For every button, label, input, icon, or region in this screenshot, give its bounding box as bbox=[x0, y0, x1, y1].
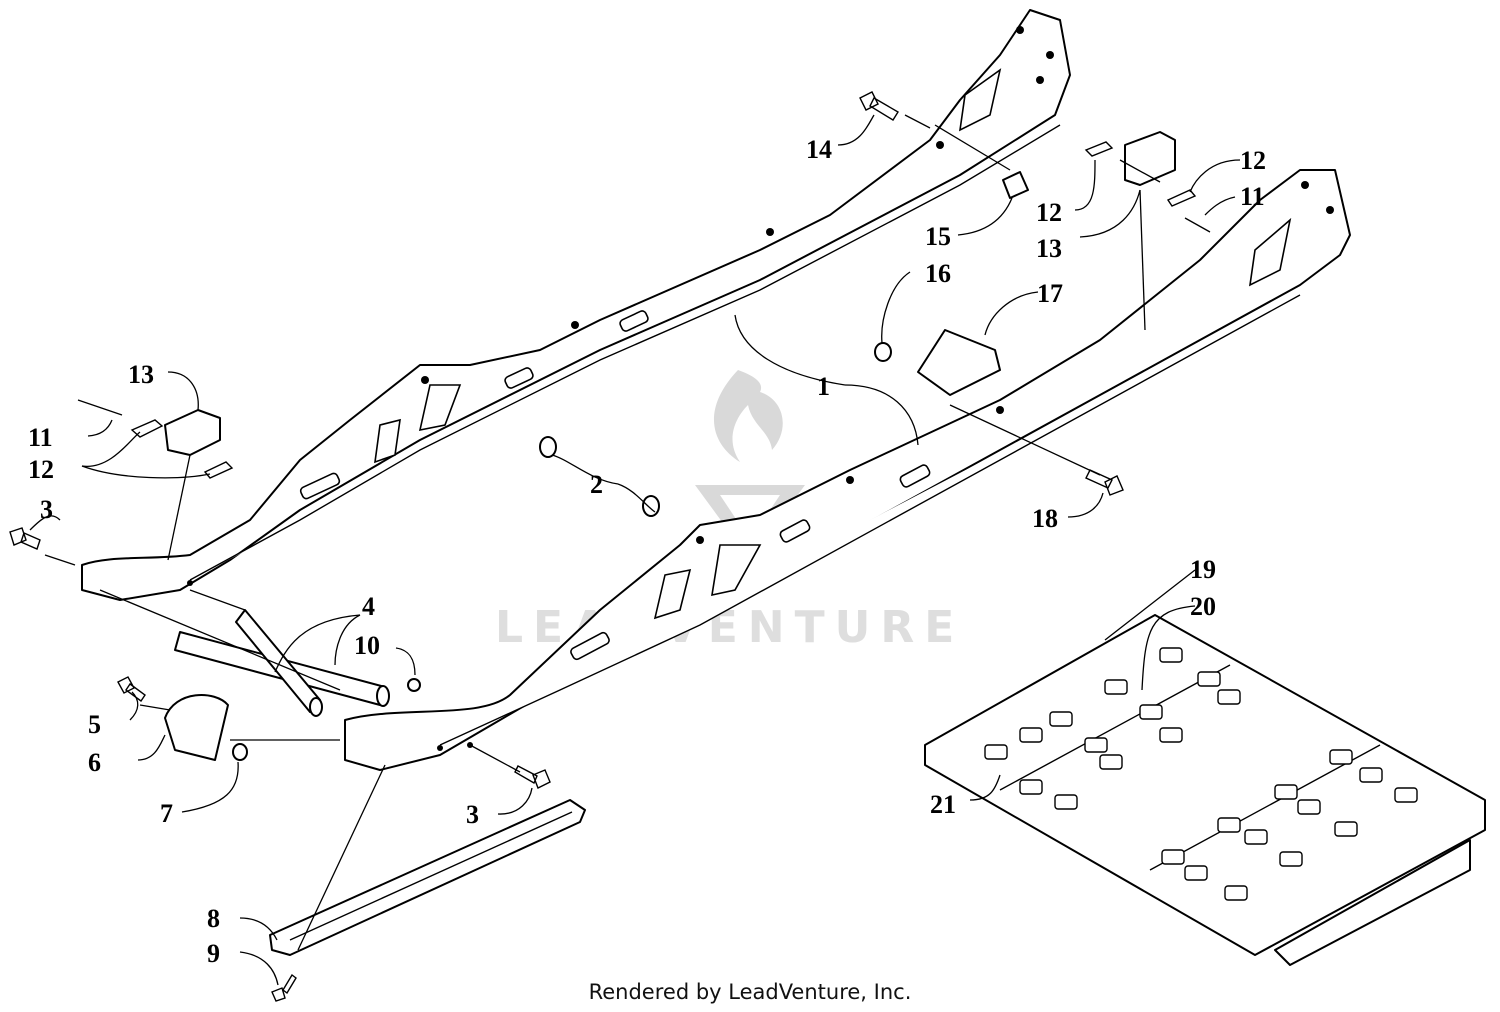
washer-icon bbox=[642, 495, 660, 517]
rail-lower-window bbox=[711, 544, 762, 597]
leader-lines bbox=[29, 114, 1241, 986]
rail-lower-window bbox=[653, 568, 692, 620]
bracket-icon bbox=[1124, 131, 1176, 186]
callout-19: 19 bbox=[1190, 555, 1216, 584]
bolt-icon bbox=[514, 765, 551, 789]
rail-upper-window bbox=[418, 384, 462, 432]
bracket-icon bbox=[164, 409, 221, 456]
bolt-icon bbox=[9, 527, 41, 550]
pivot-arm-icon bbox=[917, 329, 1001, 396]
callout-2: 2 bbox=[590, 470, 603, 499]
callout-12-right: 12 bbox=[1036, 198, 1062, 227]
callout-9: 9 bbox=[207, 939, 220, 968]
bushing-icon bbox=[1002, 171, 1029, 199]
nut-icon bbox=[232, 743, 248, 761]
callout-4: 4 bbox=[362, 592, 375, 621]
track-clips bbox=[984, 647, 1418, 901]
rail-lower-slot bbox=[570, 631, 610, 661]
callout-17: 17 bbox=[1037, 279, 1063, 308]
bolt-icon bbox=[117, 676, 146, 702]
clip-icon bbox=[203, 461, 234, 479]
rail-lower-slot bbox=[779, 519, 811, 543]
screw-icon bbox=[271, 973, 297, 1002]
watermark-v-icon bbox=[695, 485, 805, 560]
callout-11-right: 11 bbox=[1240, 182, 1265, 211]
callout-8: 8 bbox=[207, 904, 220, 933]
hardware bbox=[9, 91, 1211, 789]
callout-16: 16 bbox=[925, 259, 951, 288]
callout-12-right-top: 12 bbox=[1240, 146, 1266, 175]
bolt-icon bbox=[859, 91, 899, 121]
clip-icon bbox=[1084, 141, 1114, 157]
callout-10: 10 bbox=[354, 631, 380, 660]
nut-icon bbox=[407, 678, 421, 692]
wear-strip bbox=[269, 799, 586, 1002]
callout-12-left: 12 bbox=[28, 455, 54, 484]
slide-stop-icon bbox=[164, 694, 229, 761]
callout-13-right: 13 bbox=[1036, 234, 1062, 263]
track bbox=[924, 614, 1486, 966]
callout-13-left: 13 bbox=[128, 360, 154, 389]
clip-icon bbox=[1166, 189, 1197, 207]
rail-upper-window bbox=[374, 418, 401, 464]
bolt-icon bbox=[1085, 469, 1124, 496]
rail-upper bbox=[81, 9, 1071, 601]
rail-lower bbox=[344, 169, 1351, 771]
callout-15: 15 bbox=[925, 222, 951, 251]
callout-11-left: 11 bbox=[28, 423, 53, 452]
rail-lower-slot bbox=[899, 464, 931, 488]
rail-upper-window bbox=[958, 68, 1002, 132]
callout-6: 6 bbox=[88, 748, 101, 777]
callout-7: 7 bbox=[160, 799, 173, 828]
callout-5: 5 bbox=[88, 710, 101, 739]
rail-upper-slot bbox=[504, 367, 534, 389]
rail-upper-slot bbox=[299, 472, 341, 500]
callout-1: 1 bbox=[817, 372, 830, 401]
watermark-flame-icon bbox=[713, 370, 783, 462]
callout-18: 18 bbox=[1032, 504, 1058, 533]
footer-credit: Rendered by LeadVenture, Inc. bbox=[588, 980, 912, 1004]
callout-21: 21 bbox=[930, 790, 956, 819]
callout-3-right: 3 bbox=[466, 800, 479, 829]
callout-3-left: 3 bbox=[40, 495, 53, 524]
callout-20: 20 bbox=[1190, 592, 1216, 621]
washer-icon bbox=[539, 436, 557, 458]
bushing-icon bbox=[874, 342, 892, 362]
rail-lower-window bbox=[1248, 217, 1292, 287]
callout-14: 14 bbox=[806, 135, 832, 164]
callouts: 1 2 3 3 4 5 6 7 8 9 10 11 11 12 12 12 13… bbox=[28, 135, 1266, 968]
rail-upper-slot bbox=[619, 310, 649, 332]
